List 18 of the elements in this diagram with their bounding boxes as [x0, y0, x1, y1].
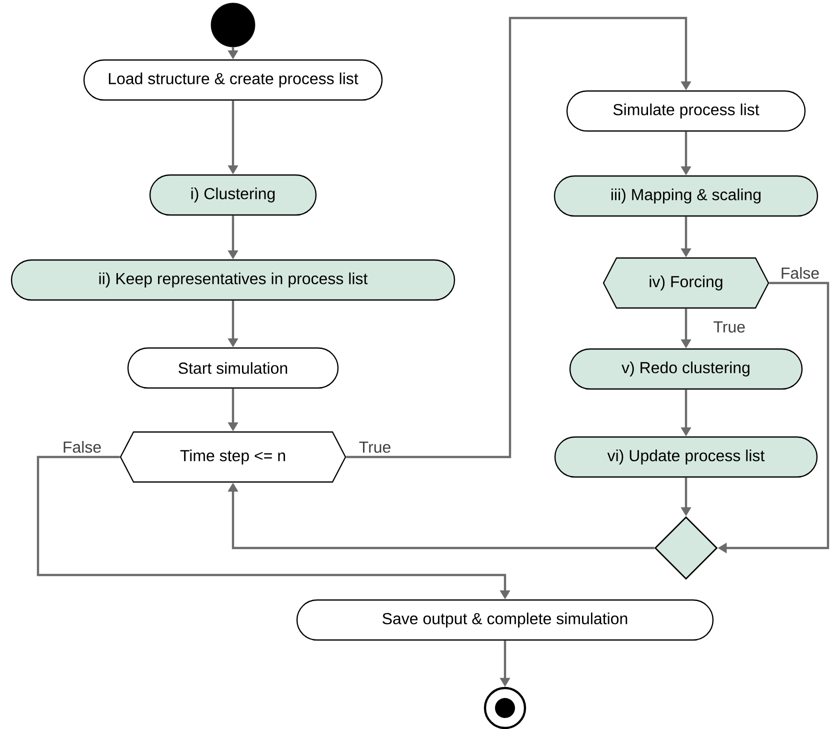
process-box: Load structure & create process list [83, 59, 383, 101]
start-dot [210, 2, 256, 48]
edge-label: False [782, 267, 819, 279]
decision-hexagon: iv) Forcing [602, 257, 770, 309]
process-box: i) Clustering [149, 174, 317, 216]
decision-hexagon: Time step <= n [120, 431, 346, 483]
process-box: v) Redo clustering [569, 348, 803, 390]
process-box: vi) Update process list [554, 436, 818, 478]
process-box: iii) Mapping & scaling [554, 175, 818, 217]
edge-label: True [714, 321, 745, 333]
process-box: Save output & complete simulation [296, 599, 714, 641]
edge-label: True [359, 442, 390, 453]
edge-label: False [64, 441, 101, 453]
process-box: Simulate process list [566, 90, 806, 132]
arrow [346, 16, 692, 458]
end-marker [484, 686, 526, 729]
process-box: Start simulation [127, 347, 339, 389]
process-box: ii) Keep representatives in process list [10, 259, 456, 301]
